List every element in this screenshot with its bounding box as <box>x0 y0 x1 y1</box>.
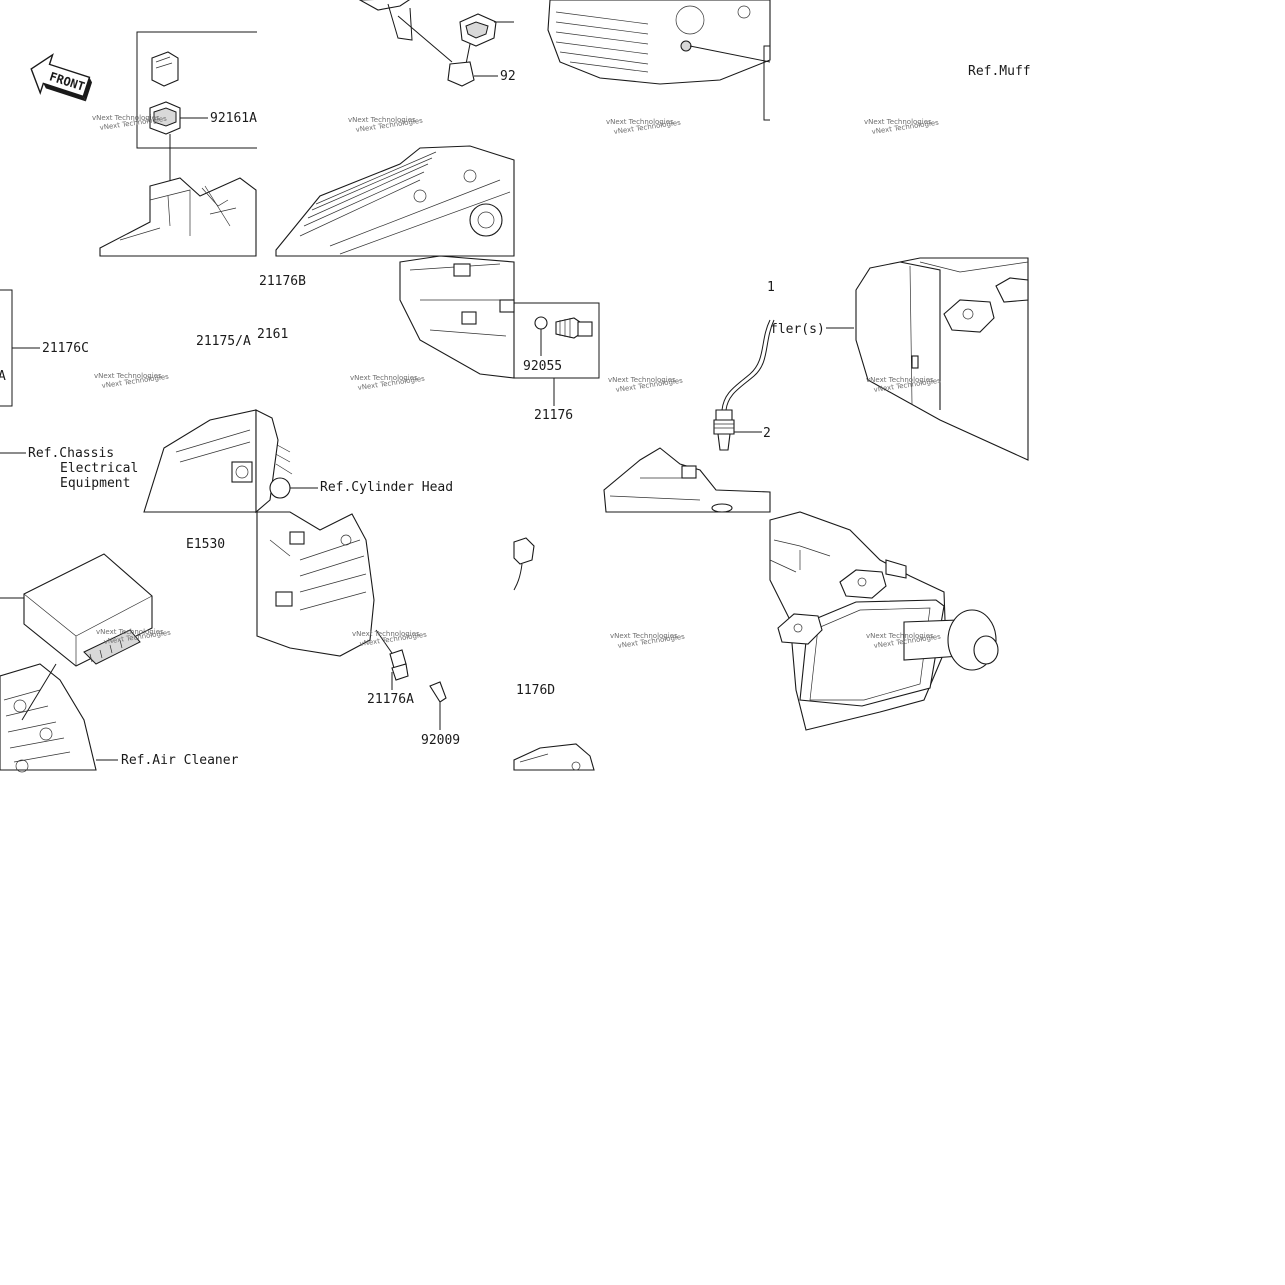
label-E1530: E1530 <box>186 537 225 552</box>
tile-temp-sensor: 21176B 2161 <box>257 255 515 379</box>
watermark: vNext Technologies vNext Technologies <box>348 116 424 134</box>
label-92161A: 92161A <box>210 111 257 126</box>
label-21176A: 21176A <box>367 692 414 707</box>
watermark: vNext Technologies vNext Technologies <box>352 630 428 648</box>
label-mufflers-partial: fler(s) <box>770 322 825 337</box>
tile-throttle-cable: 92 <box>275 0 516 257</box>
label-ref-cylinder-head: Ref.Cylinder Head <box>320 480 453 495</box>
label-ref-chassis-1: Ref.Chassis <box>28 446 114 461</box>
label-92-partial: 92 <box>500 69 516 84</box>
front-arrow-icon: FRONT <box>30 53 93 102</box>
watermark-text: vNext Technologies <box>866 632 934 640</box>
tile-ecu: E1530 Ref.Air Cleaner <box>0 537 239 773</box>
tile-harness-left: 21176C A 21175/A Ref.Chassis Electrical … <box>0 289 453 514</box>
tile-o2-sensor: 1 2 <box>603 280 775 513</box>
tile-muffler-ref: Ref.Muff <box>968 64 1031 79</box>
watermark-text: vNext Technologies <box>610 632 678 640</box>
tile-engine-cylinder <box>547 0 771 121</box>
watermark-text: vNext Technologies <box>606 118 674 126</box>
watermark-text: vNext Technologies <box>352 630 420 638</box>
watermark: vNext Technologies vNext Technologies <box>864 118 940 136</box>
watermark: vNext Technologies vNext Technologies <box>350 374 426 392</box>
watermark-text: vNext Technologies <box>608 376 676 384</box>
watermark-text: vNext Technologies <box>92 114 160 122</box>
watermark-text: vNext Technologies <box>866 376 934 384</box>
watermark: vNext Technologies vNext Technologies <box>608 376 684 394</box>
label-1-partial: 1 <box>767 280 775 295</box>
tile-connector-bracket: FRONT 92161A <box>30 31 257 257</box>
tile-muffler-end <box>769 511 999 731</box>
label-92055: 92055 <box>523 359 562 374</box>
label-21175A: 21175/A <box>196 334 251 349</box>
tile-head-sensor: 21176A 92009 <box>256 511 460 748</box>
label-2-partial: 2 <box>763 426 771 441</box>
label-92009: 92009 <box>421 733 460 748</box>
label-ref-muffler: Ref.Muff <box>968 64 1031 79</box>
tile-sensor-detail: 92055 21176 <box>514 302 600 423</box>
watermark-text: vNext Technologies <box>96 628 164 636</box>
label-1176D-partial: 1176D <box>516 683 555 698</box>
label-ref-air-cleaner: Ref.Air Cleaner <box>121 753 239 768</box>
label-21176: 21176 <box>534 408 573 423</box>
watermark-text: vNext Technologies <box>348 116 416 124</box>
label-2161-partial: 2161 <box>257 327 288 342</box>
watermark: vNext Technologies vNext Technologies <box>610 632 686 650</box>
label-21176B: 21176B <box>259 274 306 289</box>
tile-muffler-top: fler(s) <box>770 257 1029 461</box>
label-A-partial: A <box>0 369 6 384</box>
tile-harness-connector: 1176D <box>513 537 595 771</box>
watermark-text: vNext Technologies <box>350 374 418 382</box>
watermark-text: vNext Technologies <box>94 372 162 380</box>
watermark: vNext Technologies vNext Technologies <box>94 372 170 390</box>
watermark-text: vNext Technologies <box>864 118 932 126</box>
label-21176C: 21176C <box>42 341 89 356</box>
label-ref-chassis-3: Equipment <box>60 476 130 491</box>
watermark: vNext Technologies vNext Technologies <box>606 118 682 136</box>
label-ref-chassis-2: Electrical <box>60 461 138 476</box>
